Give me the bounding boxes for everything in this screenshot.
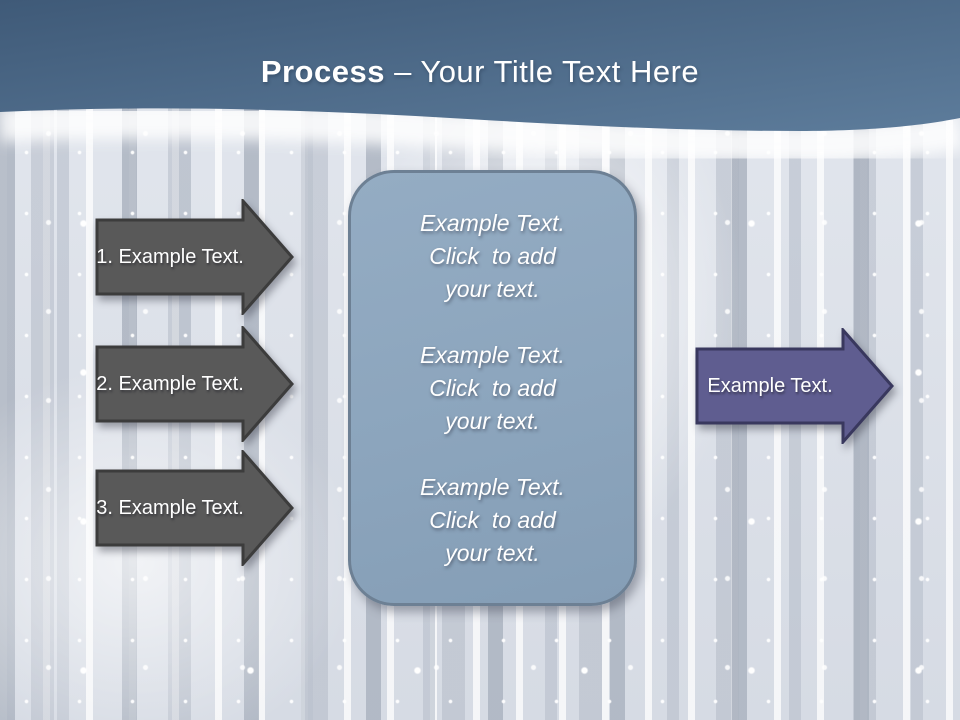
- detail-panel[interactable]: Example Text. Click to add your text. Ex…: [348, 170, 637, 606]
- slide-title-emphasis: Process: [260, 54, 385, 89]
- detail-text-block-2: Example Text. Click to add your text.: [420, 341, 565, 434]
- header-wave-band: [0, 0, 960, 163]
- arrow-right-shape: [95, 326, 294, 442]
- arrow-right-shape: [95, 199, 294, 315]
- detail-text-block-1: Example Text. Click to add your text.: [420, 209, 565, 302]
- process-step-arrow-1[interactable]: 1. Example Text.: [95, 199, 295, 315]
- header-blue-wave: [0, 0, 960, 131]
- arrow-right-shape: [695, 328, 894, 444]
- result-arrow[interactable]: Example Text.: [695, 328, 895, 444]
- detail-panel-blocks: Example Text. Click to add your text. Ex…: [351, 173, 634, 603]
- arrow-right-shape: [95, 450, 294, 566]
- header-white-underwave: [0, 102, 960, 163]
- process-step-arrow-3[interactable]: 3. Example Text.: [95, 450, 295, 566]
- detail-text-block-3: Example Text. Click to add your text.: [420, 473, 565, 566]
- slide-title-rest: – Your Title Text Here: [384, 54, 700, 89]
- slide-title[interactable]: Process – Your Title Text Here: [0, 54, 960, 90]
- process-step-arrow-2[interactable]: 2. Example Text.: [95, 326, 295, 442]
